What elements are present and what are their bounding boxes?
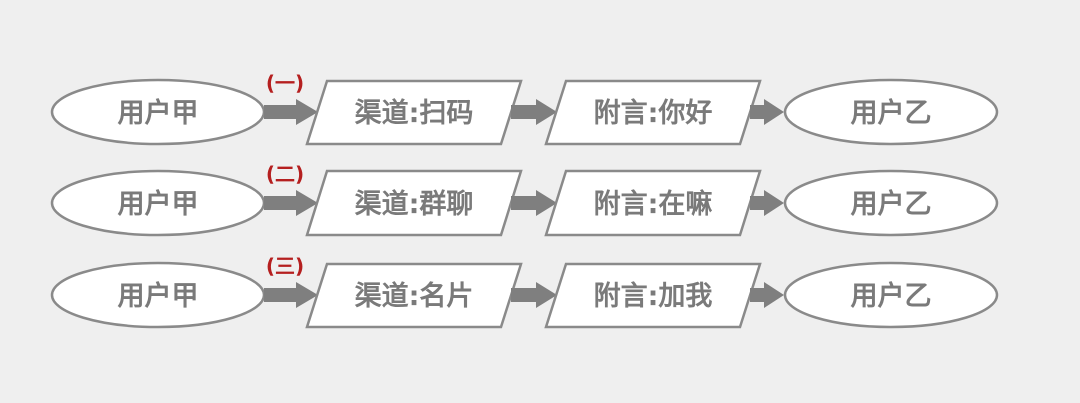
receiver-label: 用户乙 — [851, 280, 932, 312]
step-marker: (三) — [266, 254, 304, 278]
step-marker: (一) — [266, 71, 304, 95]
receiver-node — [783, 169, 999, 237]
channel-label: 渠道:扫码 — [355, 97, 474, 129]
flow-row-3: 用户甲 (三) 渠道:名片 附言:加我 用户乙 — [50, 254, 999, 329]
arrow-connector — [750, 190, 784, 216]
channel-label: 渠道:名片 — [355, 280, 474, 312]
arrow-connector — [511, 190, 557, 216]
sender-label: 用户甲 — [118, 97, 199, 129]
channel-label: 渠道:群聊 — [355, 188, 474, 220]
message-node — [544, 79, 762, 146]
arrow-connector — [264, 99, 318, 125]
message-node — [544, 262, 762, 329]
sender-label: 用户甲 — [118, 280, 199, 312]
channel-node — [305, 79, 523, 146]
flow-row-1: 用户甲 (一) 渠道:扫码 附言:你好 用户乙 — [50, 71, 999, 146]
flow-row-2: 用户甲 (二) 渠道:群聊 附言:在嘛 用户乙 — [50, 162, 999, 237]
arrow-connector — [511, 99, 557, 125]
step-marker: (二) — [266, 162, 304, 186]
message-label: 附言:加我 — [594, 281, 713, 312]
arrow-connector — [264, 282, 318, 308]
receiver-node — [783, 261, 999, 329]
receiver-label: 用户乙 — [851, 188, 932, 220]
message-label: 附言:在嘛 — [594, 188, 713, 220]
channel-node — [305, 262, 523, 329]
receiver-node — [783, 78, 999, 146]
arrow-connector — [750, 99, 784, 125]
arrow-connector — [264, 190, 318, 216]
arrow-connector — [750, 282, 784, 308]
message-node — [544, 169, 762, 237]
receiver-label: 用户乙 — [851, 97, 932, 129]
channel-node — [305, 169, 523, 237]
sender-label: 用户甲 — [118, 188, 199, 220]
message-label: 附言:你好 — [594, 98, 713, 129]
arrow-connector — [511, 282, 557, 308]
